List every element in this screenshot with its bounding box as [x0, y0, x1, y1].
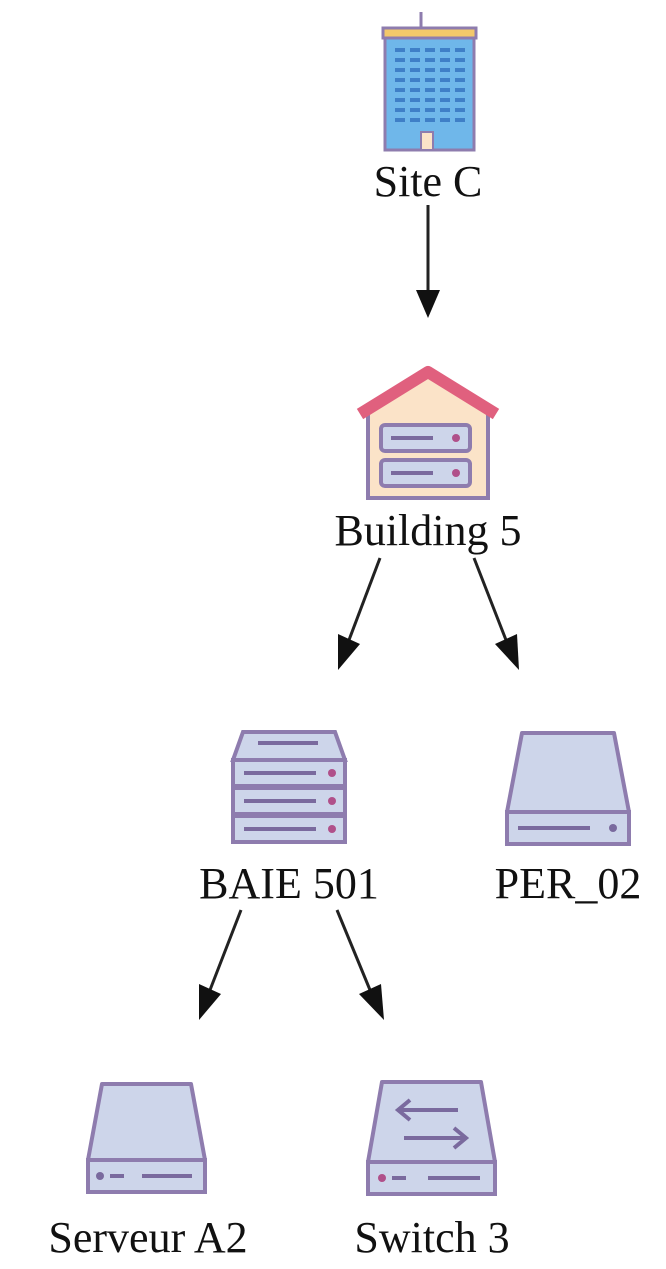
node-building[interactable]: Building 5: [334, 366, 522, 555]
edge-baie-to-serveur: [199, 909, 243, 1020]
edge-building-to-per: [472, 557, 519, 670]
storage-device-icon: [505, 731, 631, 846]
switch-icon: [366, 1080, 497, 1196]
node-label-site: Site C: [374, 157, 483, 206]
server-icon: [86, 1082, 207, 1194]
node-label-switch: Switch 3: [354, 1213, 509, 1262]
node-switch[interactable]: Switch 3: [354, 1080, 510, 1262]
edge-baie-to-switch: [335, 909, 384, 1020]
rack-icon: [230, 730, 348, 844]
node-serveur[interactable]: Serveur A2: [48, 1082, 248, 1262]
node-label-building: Building 5: [334, 506, 521, 555]
building-icon: [381, 12, 478, 152]
node-per[interactable]: PER_02: [495, 731, 642, 908]
node-label-baie: BAIE 501: [199, 859, 379, 908]
node-label-per: PER_02: [495, 859, 642, 908]
edge-site-to-building: [416, 205, 440, 318]
node-site[interactable]: Site C: [374, 12, 483, 206]
edge-building-to-baie: [338, 557, 382, 670]
swap-arrows-icon: [394, 1098, 470, 1150]
node-label-serveur: Serveur A2: [48, 1213, 247, 1262]
server-room-icon: [356, 366, 500, 500]
node-baie[interactable]: BAIE 501: [199, 730, 379, 908]
